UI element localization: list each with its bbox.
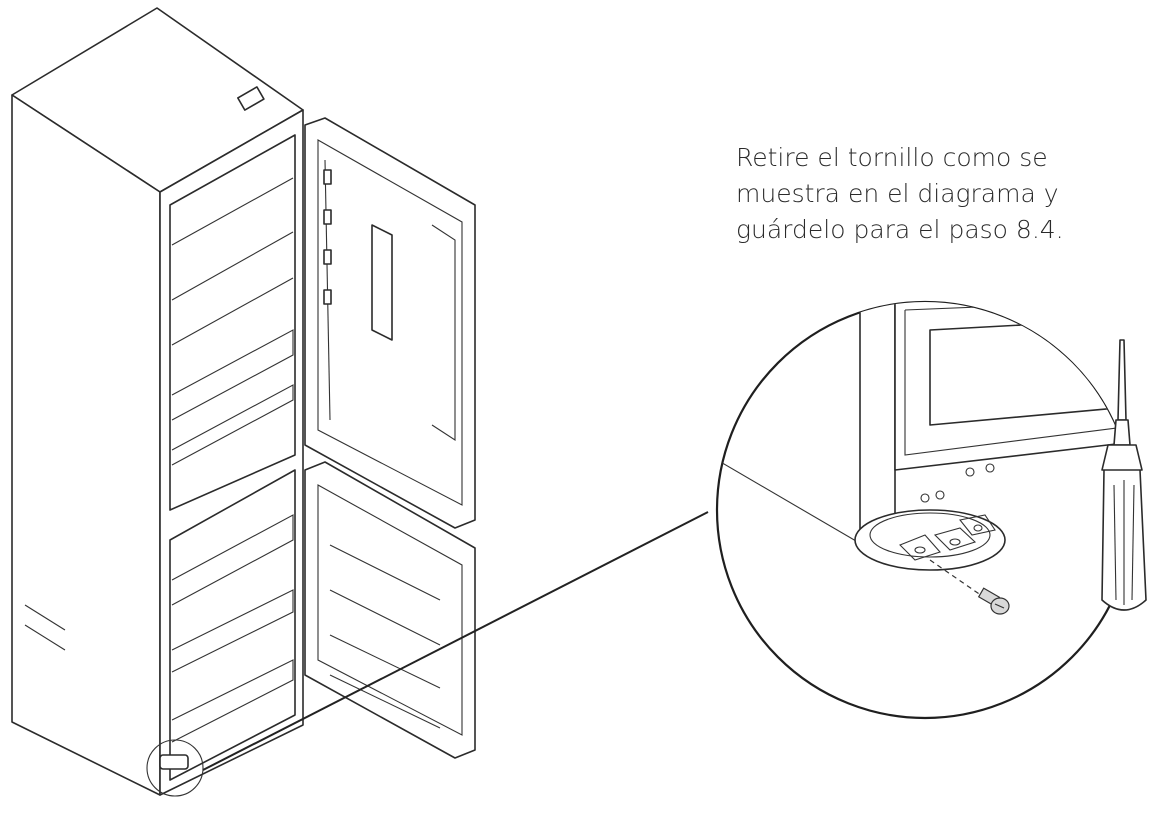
fridge-shelves [171, 177, 294, 466]
instruction-line-1: Retire el tornillo como se [736, 143, 1048, 172]
top-hinge [237, 86, 265, 111]
freezer-compartment [169, 469, 296, 781]
instruction-text: Retire el tornillo como se muestra en el… [736, 140, 1136, 248]
magnifier-detail-circle [715, 300, 1135, 720]
refrigerator-illustration [11, 7, 476, 797]
freezer-drawers [171, 514, 294, 743]
instruction-line-3: guárdelo para el paso 8.4. [736, 215, 1064, 244]
screw-icon [977, 587, 1010, 615]
screwdriver-icon [1101, 339, 1147, 611]
detail-connector [202, 511, 709, 771]
instruction-line-2: muestra en el diagrama y [736, 179, 1059, 208]
highlight-circle [146, 739, 204, 797]
lower-door-inner [317, 484, 463, 736]
door-bracket [371, 224, 393, 341]
side-vents [24, 604, 66, 651]
cabinet-side [11, 94, 161, 796]
upper-door-inner [317, 139, 463, 506]
